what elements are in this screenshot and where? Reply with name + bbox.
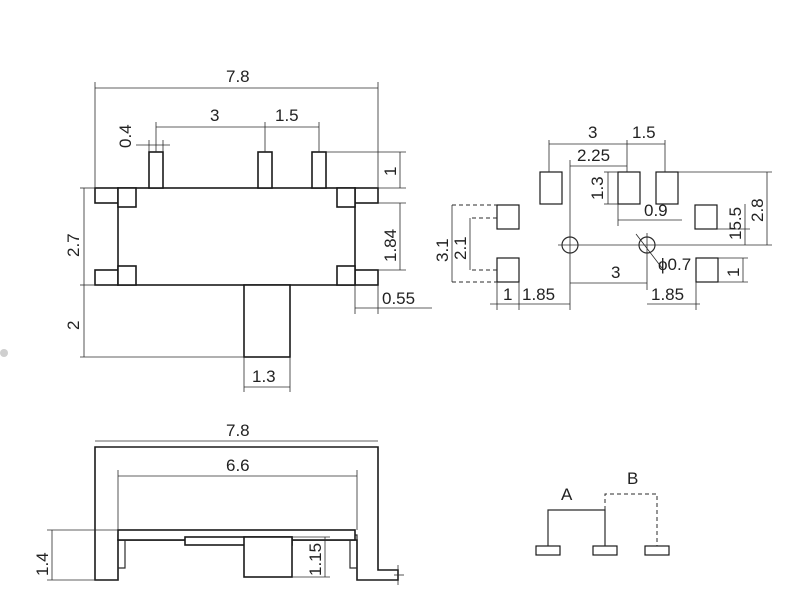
- side-dim-inner-width: 6.6: [226, 456, 250, 475]
- tab-top-left: [94, 187, 119, 204]
- fp-dim-pad-width-left: 1: [503, 285, 512, 304]
- dim-pitch-a: 3: [210, 106, 219, 125]
- pin-2: [257, 151, 273, 189]
- fp-dim-pitch-a: 3: [588, 123, 597, 142]
- dim-pin-width: 0.4: [116, 124, 135, 148]
- terminal-3: [644, 545, 670, 556]
- fp-dim-hole-dia: ϕ0.7: [658, 255, 691, 274]
- pad-3: [655, 171, 679, 205]
- pad-4: [694, 204, 718, 230]
- terminal-2: [592, 545, 618, 556]
- fp-dim-3-1: 3.1: [433, 238, 452, 262]
- fp-dim-pad-width-right: 1: [724, 268, 743, 277]
- side-actuator: [243, 536, 293, 578]
- fp-dim-2-1: 2.1: [451, 236, 470, 260]
- actuator: [243, 284, 291, 358]
- tab-top-right-inner: [336, 187, 356, 208]
- side-dim-body-height: 1.15: [306, 543, 325, 576]
- dim-actuator-width: 1.3: [252, 367, 276, 386]
- pcb-footprint: 3 1.5 2.25 1.3 0.9 15.5 2.8 3.1 2.1: [433, 123, 772, 310]
- pad-1: [539, 171, 563, 205]
- side-dim-width: 7.8: [226, 421, 250, 440]
- dim-height: 2.7: [64, 233, 83, 257]
- pin-1: [148, 151, 164, 189]
- dim-width: 7.8: [226, 67, 250, 86]
- fp-dim-offset: 0.9: [644, 201, 668, 220]
- schematic-label-b: B: [627, 469, 638, 488]
- tab-top-right: [354, 187, 379, 204]
- pad-2: [617, 171, 641, 205]
- fp-dim-2-8: 2.8: [748, 198, 767, 222]
- dim-pin-length: 1: [381, 167, 400, 176]
- switch-body: [117, 187, 356, 286]
- dim-actuator-length: 2: [64, 321, 83, 330]
- pin-3: [311, 151, 327, 189]
- side-view: 7.8 6.6 1.4 1.15: [33, 421, 404, 585]
- pad-6: [496, 204, 520, 230]
- dim-tab-width: 0.55: [382, 289, 415, 308]
- fp-dim-15-5: 15.5: [726, 207, 745, 240]
- fp-dim-offset-left: 1.85: [522, 285, 555, 304]
- fp-dim-hole-pitch: 3: [611, 263, 620, 282]
- dim-inner-height: 1.84: [381, 229, 400, 262]
- fp-dim-pad-height: 1.3: [588, 176, 607, 200]
- contact-a-path: [547, 509, 606, 546]
- fp-dim-offset-right: 1.85: [651, 285, 684, 304]
- tab-bottom-left: [94, 269, 119, 286]
- tab-bottom-left-inner: [117, 265, 137, 286]
- dim-pitch-b: 1.5: [275, 106, 299, 125]
- tab-bottom-right-inner: [336, 265, 356, 286]
- fp-dim-pitch-b: 1.5: [632, 123, 656, 142]
- contact-b-path: [604, 493, 658, 546]
- fp-dim-pitch-c: 2.25: [577, 146, 610, 165]
- terminal-1: [535, 545, 561, 556]
- top-view: 7.8 3 1.5 0.4 1 1.84 2.7 2: [64, 67, 432, 392]
- schematic-label-a: A: [561, 485, 573, 504]
- pad-5: [695, 257, 719, 283]
- side-dim-height: 1.4: [33, 552, 52, 576]
- edge-mark: [0, 349, 8, 357]
- tab-top-left-inner: [117, 187, 137, 208]
- pad-7: [496, 257, 520, 283]
- circuit-schematic: A B: [535, 469, 670, 556]
- tab-bottom-right: [354, 269, 379, 286]
